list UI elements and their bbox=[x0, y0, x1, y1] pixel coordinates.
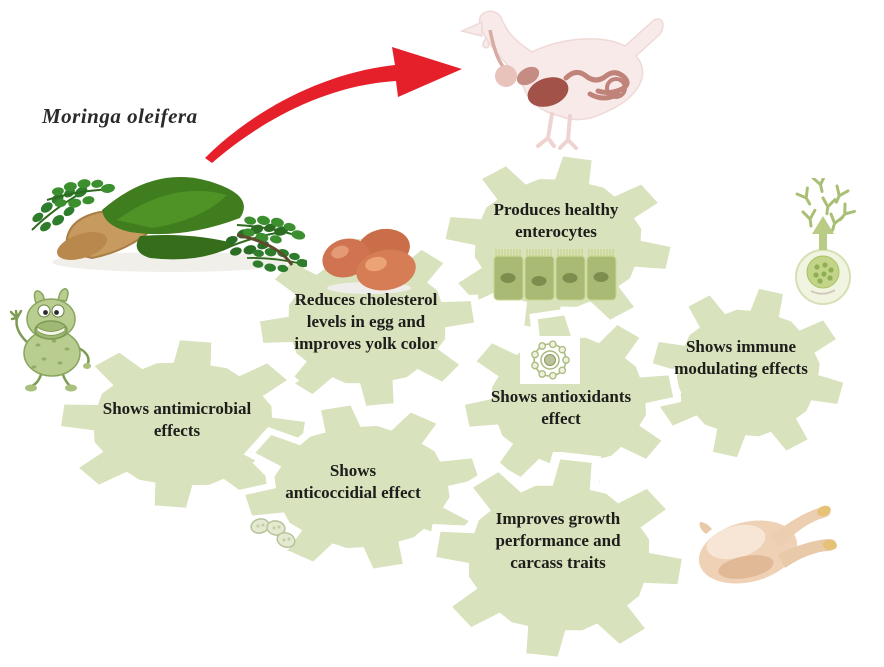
microbe-icon bbox=[9, 288, 91, 392]
carcass-icon bbox=[698, 505, 837, 584]
eggs-icon bbox=[322, 228, 416, 294]
red-arrow-icon bbox=[205, 47, 462, 163]
moringa-photo bbox=[22, 174, 307, 275]
immune-cell-icon bbox=[795, 178, 856, 305]
enterocytes-cells-icon bbox=[493, 249, 617, 301]
antioxidant-molecule-icon bbox=[520, 336, 580, 384]
gear-growth bbox=[427, 452, 691, 664]
moringa-species-label: Moringa oleifera bbox=[42, 104, 198, 128]
oocysts-icon bbox=[250, 518, 296, 549]
hen-digestive-icon bbox=[459, 10, 664, 150]
